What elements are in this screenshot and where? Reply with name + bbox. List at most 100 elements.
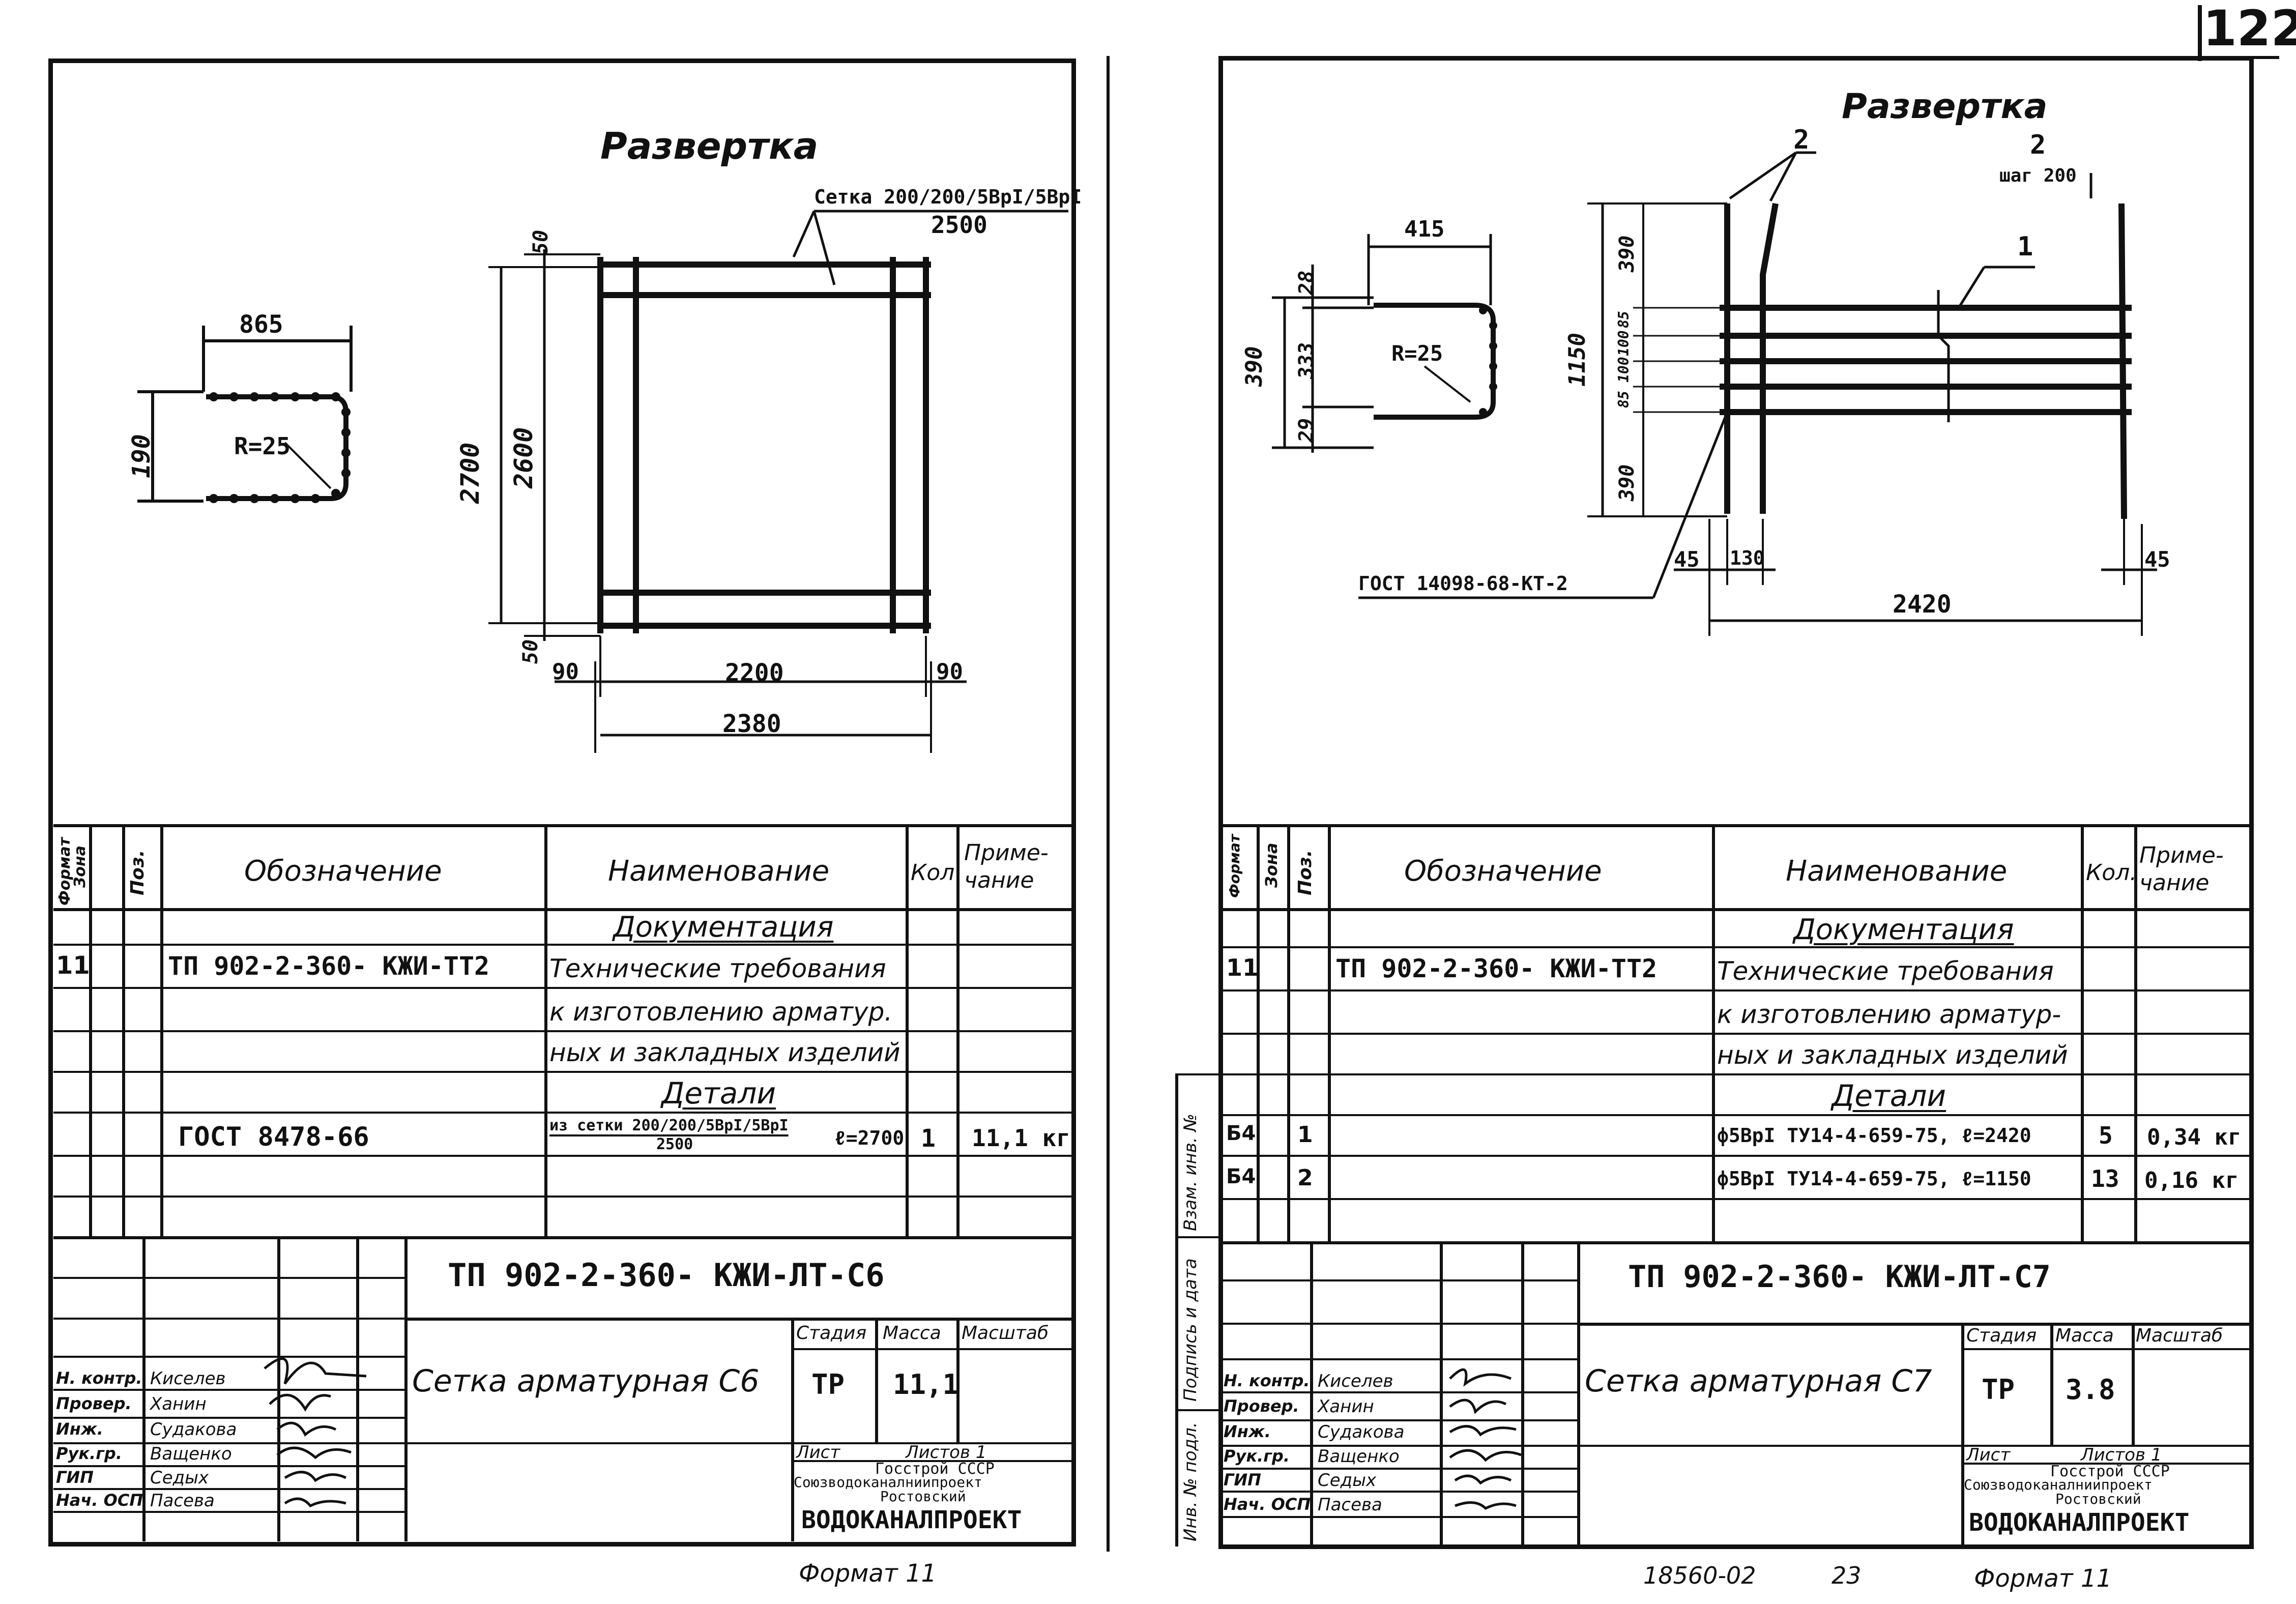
left-sheet — [48, 59, 1076, 1547]
right-stamp-h-stage: Стадия — [1966, 1325, 2037, 1346]
left-stamp-col — [956, 1318, 960, 1442]
right-r3-note: 0,16 кг — [2144, 1168, 2239, 1193]
right-name-5: Пасева — [1318, 1495, 1382, 1515]
left-col-line — [956, 824, 960, 1236]
right-stamp-stage: ТР — [1982, 1374, 2015, 1406]
left-h-note: Приме-чание — [964, 840, 1049, 893]
left-col-line — [544, 824, 547, 1236]
right-r2-qty: 5 — [2099, 1122, 2113, 1149]
right-role-5: Нач. ОСП — [1224, 1495, 1311, 1514]
left-stamp-line — [53, 1511, 404, 1513]
left-stamp-line — [791, 1460, 1073, 1462]
left-role-0: Н. контр. — [56, 1368, 142, 1388]
left-stamp-line — [53, 1465, 404, 1467]
right-side-line — [1175, 1409, 1218, 1411]
left-stamp-col — [404, 1236, 408, 1541]
left-stamp-org-1: Госстрой СССР — [875, 1460, 995, 1478]
left-col-line — [122, 824, 125, 1236]
right-stamp-col — [1440, 1241, 1443, 1547]
left-stamp-col — [791, 1318, 794, 1541]
right-col-line — [1257, 824, 1260, 1241]
right-row-line — [1221, 1114, 2251, 1116]
right-r1-name-1: Технические требования — [1717, 956, 2054, 986]
right-row-line — [1221, 1073, 2251, 1075]
right-col-line — [1712, 824, 1715, 1241]
right-label-2a: 2 — [1793, 125, 1810, 155]
right-stamp-title: Сетка арматурная С7 — [1585, 1363, 1932, 1399]
left-r1-name-1: Технические требования — [549, 954, 886, 983]
left-dim-2380: 2380 — [722, 710, 781, 738]
left-role-2: Инж. — [56, 1419, 103, 1439]
right-row-line — [1221, 1033, 2251, 1035]
left-h-qty: Кол — [911, 860, 955, 886]
left-dim-865: 865 — [239, 310, 283, 339]
left-r2-name-2: 2500 — [656, 1135, 693, 1153]
right-row-line — [1221, 1155, 2251, 1157]
right-dim-r25: R=25 — [1391, 341, 1443, 366]
right-table-header-bottom — [1221, 908, 2251, 911]
left-stamp-mass: 11,1 — [893, 1368, 960, 1401]
right-col-line — [2134, 824, 2137, 1241]
right-r1-designation: ТП 902-2-360- КЖИ-ТТ2 — [1335, 954, 1658, 983]
left-r1-name-3: ных и закладных изделий — [549, 1038, 900, 1067]
right-stamp-line — [1221, 1419, 1577, 1421]
right-name-4: Седых — [1318, 1470, 1377, 1491]
left-stamp-line — [53, 1488, 404, 1490]
right-r2-pos: 1 — [1297, 1122, 1313, 1148]
left-stamp-org-2: Союзводоканалниипроект — [794, 1474, 982, 1491]
left-row-line — [53, 944, 1073, 946]
left-format-label: Формат 11 — [799, 1559, 937, 1588]
left-stamp-line — [53, 1442, 1073, 1444]
right-stamp-line — [1961, 1348, 2251, 1350]
right-sec-docs: Документация — [1793, 913, 2014, 946]
left-name-5: Пасева — [150, 1491, 215, 1511]
right-dim-45b: 45 — [2144, 547, 2170, 572]
right-r1-name-2: к изготовлению арматур- — [1717, 1000, 2061, 1029]
left-mesh-label: Сетка 200/200/5ВрI/5ВрI — [814, 186, 1082, 208]
right-h-note: Приме-чание — [2139, 842, 2224, 896]
right-table-bottom — [1221, 1241, 2251, 1244]
right-stamp-sheets: Листов 1 — [2081, 1445, 2162, 1465]
right-stamp-line — [1221, 1516, 1577, 1518]
left-stamp-line — [53, 1417, 404, 1419]
right-stamp-line — [1221, 1279, 1577, 1281]
left-stamp-sheet: Лист — [796, 1442, 840, 1463]
right-stamp-col — [1521, 1241, 1524, 1547]
right-step: шаг 200 — [1999, 165, 2077, 186]
left-dim-90b: 90 — [936, 659, 963, 685]
left-row-line — [53, 1155, 1073, 1157]
right-side-strip — [1175, 1073, 1178, 1547]
left-role-3: Рук.гр. — [56, 1444, 122, 1463]
left-table-bottom — [53, 1236, 1073, 1239]
right-h-designation: Обозначение — [1404, 855, 1602, 888]
left-stamp-line — [404, 1318, 1073, 1321]
right-r3-pos: 2 — [1297, 1165, 1313, 1191]
left-name-2: Судакова — [150, 1419, 237, 1440]
left-sec-details: Детали — [661, 1076, 776, 1111]
right-stamp-col — [2050, 1323, 2053, 1445]
left-stamp-h-stage: Стадия — [796, 1323, 867, 1344]
left-stamp-line — [53, 1389, 404, 1391]
left-stamp-line — [53, 1277, 404, 1279]
left-r2-name-1: из сетки 200/200/5ВрI/5ВрI — [549, 1117, 789, 1134]
right-r2-name: ф5ВрI ТУ14-4-659-75, ℓ=2420 — [1717, 1124, 2031, 1147]
left-stamp-org-4: ВОДОКАНАЛПРОЕКТ — [801, 1506, 1022, 1534]
right-name-2: Судакова — [1318, 1422, 1405, 1442]
left-r1-name-2: к изготовлению арматур. — [549, 997, 893, 1027]
left-row-line — [53, 1112, 1073, 1114]
right-stamp-col — [2132, 1323, 2135, 1445]
right-sec-details: Детали — [1832, 1078, 1946, 1113]
right-label-1: 1 — [2017, 231, 2033, 262]
right-stamp-line — [1221, 1445, 2251, 1447]
right-stamp-line — [1221, 1491, 1577, 1493]
right-name-3: Ващенко — [1318, 1446, 1400, 1467]
right-stamp-line — [1221, 1468, 1577, 1470]
left-dim-90a: 90 — [552, 659, 579, 685]
left-stamp-title: Сетка арматурная С6 — [412, 1363, 760, 1399]
left-role-4: ГИП — [56, 1468, 94, 1487]
right-side-line — [1175, 1073, 1218, 1075]
